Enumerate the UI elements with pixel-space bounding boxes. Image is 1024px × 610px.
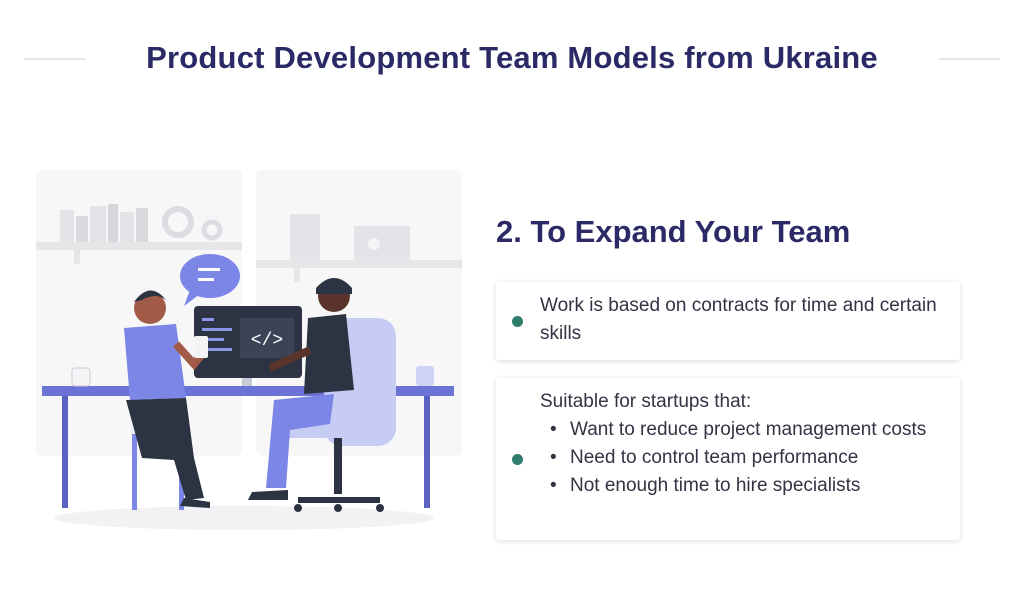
list-item: Need to control team performance [550,444,950,472]
card-intro: Suitable for startups that: [540,391,752,412]
bullet-dot-icon [512,316,523,327]
section-title: 2. To Expand Your Team [496,214,851,249]
mug [416,366,434,386]
card-content: Suitable for startups that: Want to redu… [540,388,950,500]
gear-icon-small [201,219,223,241]
title-divider-left [24,58,86,60]
person-torso [304,314,354,394]
bullet-dot-icon [512,454,523,465]
team-illustration: </> [34,168,464,538]
list-item: Want to reduce project management costs [550,416,950,444]
title-divider-right [939,58,1000,60]
phone [194,336,208,358]
header: Product Development Team Models from Ukr… [0,36,1024,80]
desk-leg [424,396,430,508]
developers-at-desk-image: </> [36,170,462,530]
shelf-left [36,242,242,250]
desk-top [42,386,454,396]
list-item: Not enough time to hire specialists [550,472,950,500]
speaker-box [290,214,320,260]
speech-bubble [180,254,240,298]
shelf-right [256,260,462,268]
person-legs [126,398,204,500]
person-legs [266,394,334,488]
box [354,226,410,260]
info-card: Suitable for startups that: Want to redu… [496,378,960,540]
code-symbol: </> [251,331,283,351]
desk-leg [62,396,68,508]
monitor-screen [240,318,294,358]
card-text: Work is based on contracts for time and … [540,295,937,344]
gear-icon [162,206,194,238]
book [60,210,74,242]
floor-shadow [54,506,434,530]
info-card: Work is based on contracts for time and … [496,282,960,360]
page-title: Product Development Team Models from Ukr… [146,40,878,75]
mug [71,367,91,387]
bullet-list: Want to reduce project management costs … [540,416,950,500]
person-torso [124,324,186,400]
